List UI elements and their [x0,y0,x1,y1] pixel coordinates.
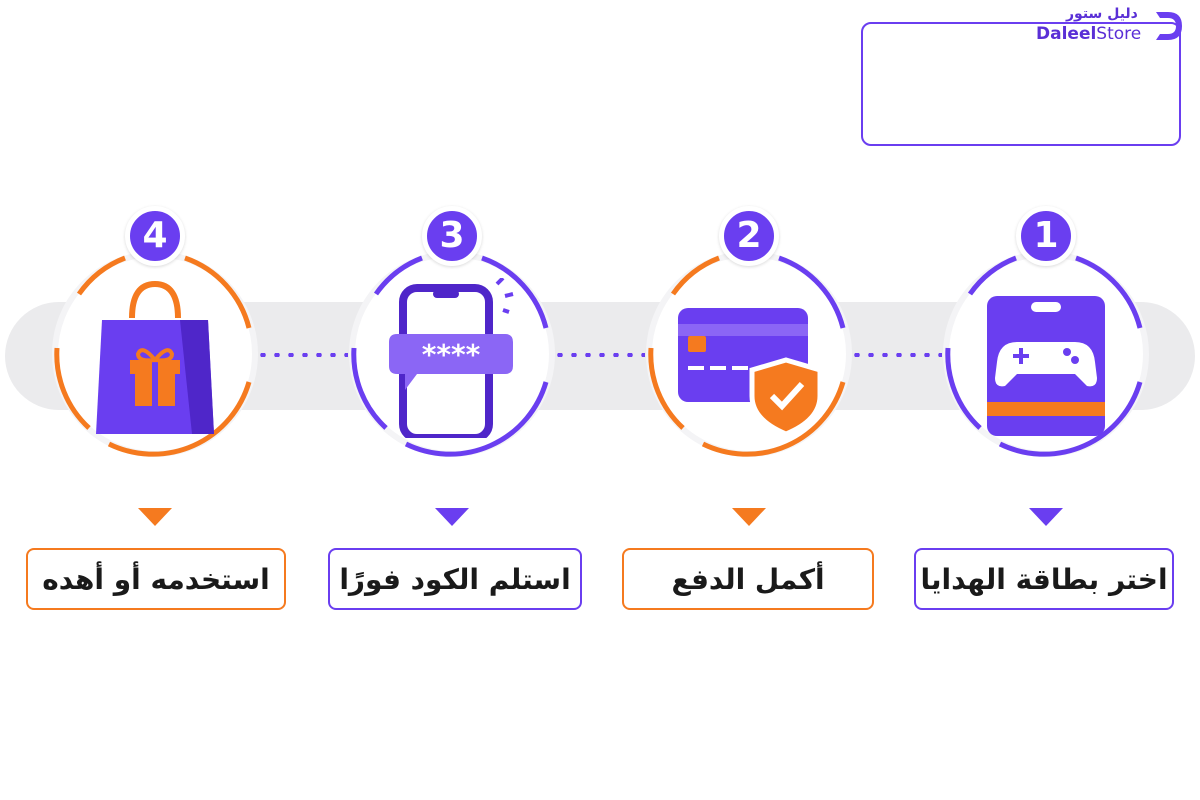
step-4-label: استخدمه أو أهده [26,548,286,610]
credit-card-shield-icon [678,308,823,437]
code-mask-text: **** [422,338,481,371]
step-4-arrow [138,508,172,526]
gamepad-gift-card-icon [987,296,1105,436]
brand-name-bold: Daleel [1036,24,1097,44]
brand-name-english: DaleelStore [1036,24,1141,44]
step-4-number: 4 [125,206,185,266]
step-3-arrow [435,508,469,526]
connector-dots-2-3 [553,353,645,357]
phone-code-icon: **** [389,278,514,438]
step-1: 1 [936,200,1156,490]
brand-name-light: Store [1096,24,1142,44]
shopping-bag-gift-icon [96,280,214,434]
step-3-label: استلم الكود فورًا [328,548,582,610]
connector-dots-3-4 [256,353,348,357]
brand-name-arabic: دليل ستور [1066,6,1138,22]
step-1-arrow [1029,508,1063,526]
step-2-label: أكمل الدفع [622,548,874,610]
step-2-number: 2 [719,206,779,266]
connector-dots-1-2 [850,353,942,357]
step-2-arrow [732,508,766,526]
step-1-label: اختر بطاقة الهدايا [914,548,1174,610]
logo-frame [861,22,1181,146]
step-2: 2 [639,200,859,490]
brand-logo-icon [1156,12,1182,40]
step-3: 3 **** [342,200,562,490]
step-3-number: 3 [422,206,482,266]
step-1-number: 1 [1016,206,1076,266]
step-4: 4 [45,200,265,490]
